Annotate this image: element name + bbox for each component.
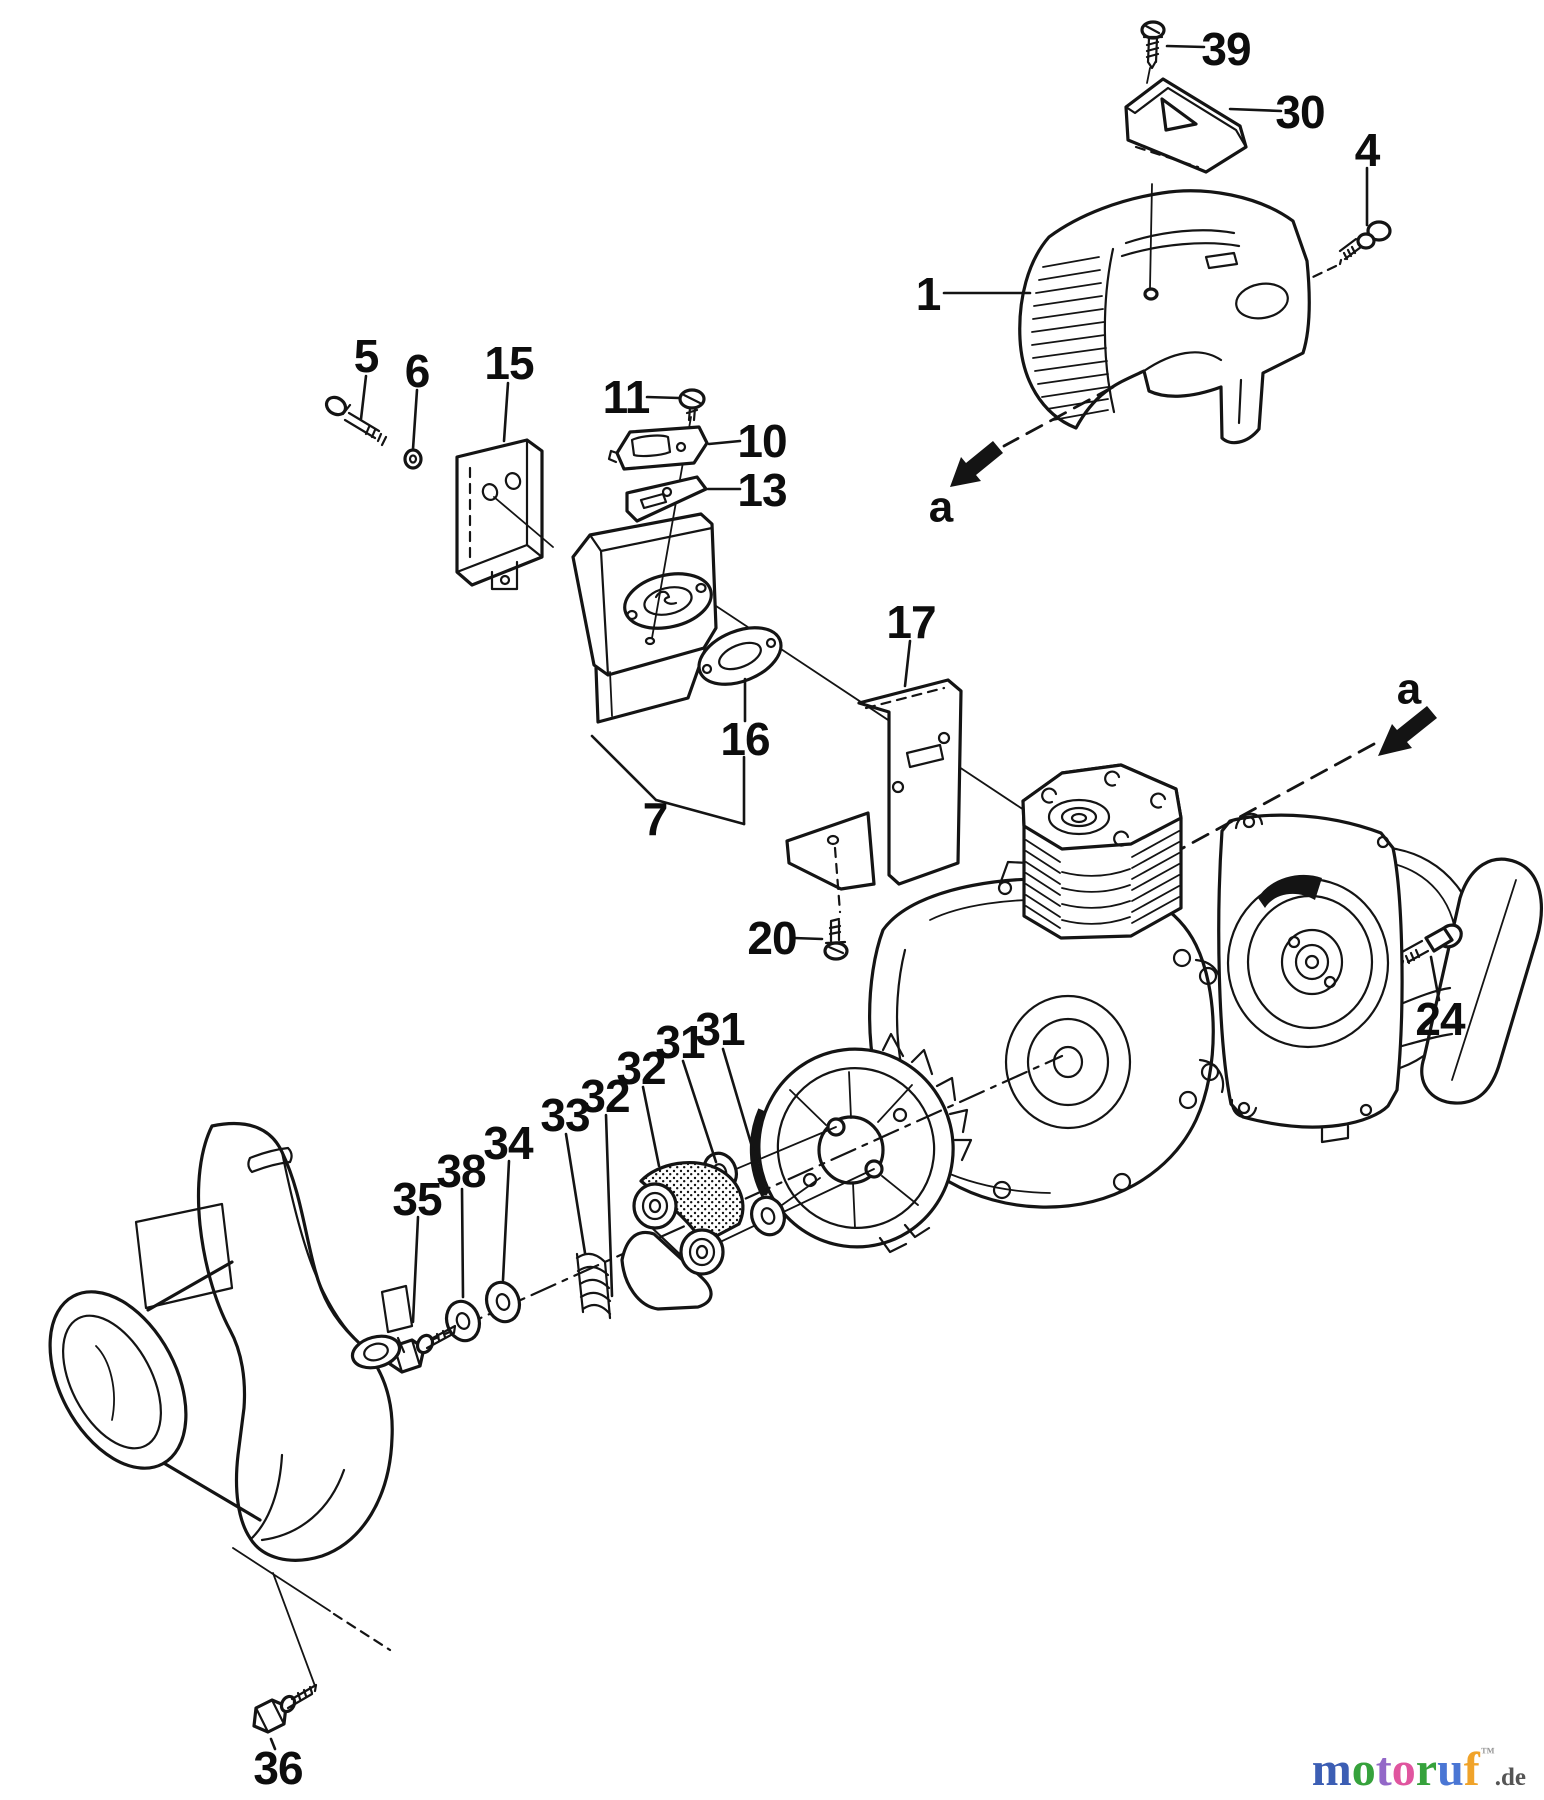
trademark-symbol: ™ [1480,1746,1495,1761]
part-number-label: 38 [436,1145,486,1197]
direction-marker-label: a [1397,665,1422,714]
part-number-label: 36 [253,1742,302,1794]
cylinder-cover-drawing [1018,20,1392,445]
clutch-spring-drawing [575,1252,612,1320]
leader-line [501,1159,511,1282]
part-number-label: 10 [737,415,786,467]
part-number-label: 32 [580,1070,629,1122]
leader-line [1002,385,1115,448]
heat-shield-drawing [785,678,963,914]
leader-line [411,388,419,451]
leader-line [903,639,912,688]
leader-line [1429,955,1441,1002]
part-number-label: 13 [737,464,786,516]
watermark-letter: t [1375,1743,1392,1796]
watermark-letter: u [1437,1743,1464,1796]
leader-line [707,439,742,446]
watermark-letter: o [1351,1743,1376,1796]
part-number-label: 11 [603,371,650,423]
watermark-letter: o [1391,1743,1416,1796]
watermark-letter: m [1311,1743,1352,1796]
leader-line [641,1085,661,1168]
part-number-label: 24 [1415,993,1466,1045]
part-number-label: 1 [916,268,941,320]
direction-arrow [950,441,1003,487]
leader-line [564,1132,587,1255]
fan-housing-drawing [48,1121,414,1734]
leader-line [411,1215,420,1324]
motoruf-wordmark: motoruf [1312,1746,1480,1794]
part-number-label: 20 [747,912,796,964]
part-number-label: 16 [720,713,769,765]
part-number-label: 31 [695,1003,745,1055]
leader-line [1165,44,1206,49]
cover-vent-slats [1031,256,1109,421]
leader-line [460,1187,465,1299]
leader-line [590,734,658,802]
part-number-label: 33 [540,1089,589,1141]
leader-line [502,381,510,443]
leader-line [1179,742,1376,851]
direction-arrow [1378,706,1437,756]
part-number-label: 5 [354,330,379,382]
leader-line [359,374,368,421]
watermark-letter: f [1463,1743,1480,1796]
leader-line [681,1059,718,1164]
part-number-label: 4 [1355,124,1381,176]
cylinder-cooling-fins [1025,830,1180,929]
screw-20-drawing [823,917,849,961]
part-number-label: 35 [392,1173,442,1225]
cylinder-drawing [1021,763,1183,940]
watermark-letter: r [1415,1743,1438,1796]
part-number-label: 39 [1201,23,1250,75]
leader-line [645,395,681,400]
part-number-label: 31 [655,1016,705,1068]
part-number-label: 6 [405,345,430,397]
leader-line [654,798,746,826]
direction-marker-label: a [929,483,954,532]
leader-line [1228,107,1283,113]
part-number-label: 17 [886,596,935,648]
leader-lines [269,44,1441,1751]
part-number-label: 32 [616,1042,665,1094]
part-number-label: 15 [484,337,534,389]
leader-line [721,1047,768,1196]
bracket-and-bolt-drawing [324,395,554,591]
motoruf-watermark: motoruf™ .de [1312,1746,1526,1794]
part-number-label: 7 [643,793,668,845]
muffler-assembly-drawing [571,388,783,724]
leader-line [604,1113,614,1298]
part-number-label: 34 [483,1117,534,1169]
part-number-label: 30 [1275,86,1324,138]
leader-line [792,936,824,941]
crankcase-drawing [868,860,1225,1209]
leader-line [269,1737,277,1751]
recoil-starter-drawing [1217,812,1543,1144]
motoruf-domain-suffix: .de [1494,1764,1526,1791]
